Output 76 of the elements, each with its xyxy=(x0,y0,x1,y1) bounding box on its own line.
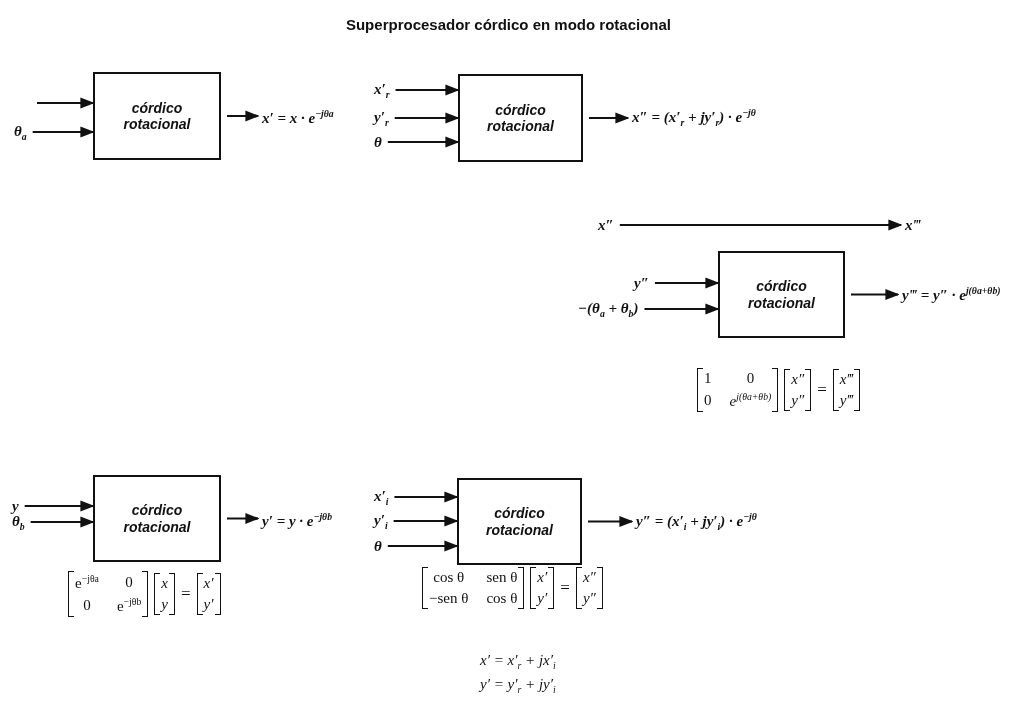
vector-entry: x‴ xyxy=(839,371,853,388)
arrow xyxy=(394,84,460,96)
diagram-title: Superprocesador córdico en modo rotacional xyxy=(344,16,673,33)
vector-entry: y′ xyxy=(537,590,548,607)
signal-label: x′ = x · e$^{−jθa}$ xyxy=(262,107,334,127)
arrow xyxy=(588,112,630,124)
arrow xyxy=(393,491,459,503)
signal-label: θ$_{a}$ xyxy=(14,122,27,142)
vector-entry: y‴ xyxy=(839,392,853,409)
equation: x′ = x′$_{r}$ + jx′$_{i}$ xyxy=(480,652,556,671)
process-box xyxy=(93,475,221,562)
signal-label: y″ xyxy=(634,274,649,292)
arrow xyxy=(653,277,720,289)
process-box xyxy=(718,251,845,338)
matrix-entry: e$^{−jθb}$ xyxy=(116,596,142,615)
vector-entry: x″ xyxy=(582,569,596,586)
signal-label: x′$_{i}$ xyxy=(374,487,389,507)
box-label: córdico rotacional xyxy=(747,278,816,311)
signal-label: y′$_{r}$ xyxy=(374,108,389,128)
arrow xyxy=(386,540,459,552)
vector-entry: y′ xyxy=(203,596,214,613)
arrow xyxy=(850,288,900,301)
arrow xyxy=(36,97,95,109)
arrow xyxy=(226,110,260,122)
matrix-entry: 0 xyxy=(746,370,755,387)
vector-entry: y″ xyxy=(791,392,805,409)
arrow xyxy=(29,516,95,528)
signal-label: y‴ = y″ · e$^{j(θa+θb)}$ xyxy=(902,284,1001,304)
matrix-entry: cos θ xyxy=(486,590,518,607)
signal-label: y′$_{i}$ xyxy=(374,511,388,531)
vector-entry: y xyxy=(161,596,168,613)
equals-sign: = xyxy=(181,584,191,604)
arrow xyxy=(393,112,460,124)
matrix-entry: sen θ xyxy=(486,569,518,586)
vector-entry: y″ xyxy=(582,590,596,607)
signal-label: y′ = y · e$^{−jθb}$ xyxy=(262,510,333,530)
signal-label: y xyxy=(12,497,19,515)
signal-label: x″ xyxy=(598,216,614,234)
vector-entry: x′ xyxy=(537,569,548,586)
matrix-entry: −sen θ xyxy=(429,590,469,607)
box-label: córdico rotacional xyxy=(485,505,554,538)
equals-sign: = xyxy=(560,578,570,598)
process-box xyxy=(457,478,582,565)
matrix-entry: 0 xyxy=(83,597,91,614)
signal-label: x‴ xyxy=(905,216,921,234)
signal-label: x″ = (x′$_{r}$ + jy′$_{r}$) · e$^{−jθ}$ xyxy=(632,106,756,128)
arrow xyxy=(226,512,260,525)
matrix-entry: e$^{j(θa+θb)}$ xyxy=(729,391,772,410)
vector-entry: x″ xyxy=(791,371,805,388)
arrow xyxy=(392,515,459,527)
matrix-entry: e$^{−jθa}$ xyxy=(75,573,99,592)
signal-label: θ$_{b}$ xyxy=(12,512,25,532)
vector-entry: x′ xyxy=(203,575,214,592)
vector-entry: x xyxy=(161,575,168,592)
arrow xyxy=(23,500,95,512)
signal-label: y″ = (x′$_{i}$ + jy′$_{i}$) · e$^{−jθ}$ xyxy=(636,510,757,532)
box-label: córdico rotacional xyxy=(122,502,192,535)
signal-label: θ xyxy=(374,133,382,151)
arrow xyxy=(386,136,460,148)
matrix-entry: 0 xyxy=(125,574,133,591)
signal-label: x′$_{r}$ xyxy=(374,80,390,100)
arrow xyxy=(31,126,95,138)
matrix-entry: 1 xyxy=(704,370,712,387)
process-box xyxy=(458,74,583,162)
arrow xyxy=(587,515,634,528)
equation: y′ = y′$_{r}$ + jy′$_{i}$ xyxy=(480,676,556,695)
signal-label: θ xyxy=(374,537,382,555)
box-label: córdico rotacional xyxy=(122,99,192,133)
arrow xyxy=(618,219,903,231)
box-label: córdico rotacional xyxy=(486,101,555,135)
equals-sign: = xyxy=(817,380,827,400)
arrow xyxy=(643,303,720,315)
matrix-entry: cos θ xyxy=(433,569,465,586)
matrix-entry: 0 xyxy=(704,392,712,409)
process-box xyxy=(93,72,221,160)
signal-label: −(θ$_{a}$ + θ$_{b}$) xyxy=(578,299,639,319)
